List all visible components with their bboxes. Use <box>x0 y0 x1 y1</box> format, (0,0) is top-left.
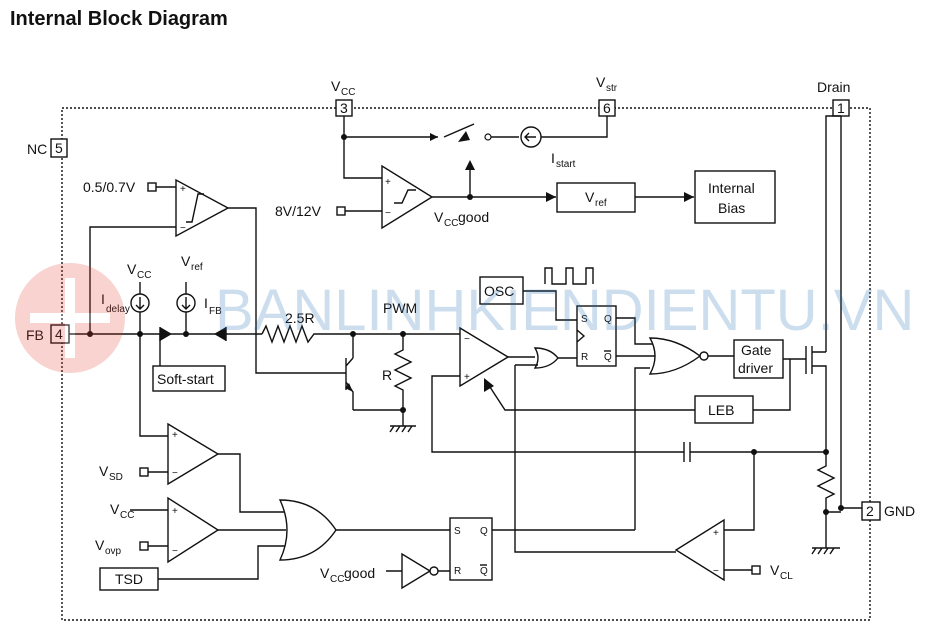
svg-text:+: + <box>713 528 719 539</box>
svg-text:NC: NC <box>27 141 47 157</box>
svg-text:CC: CC <box>330 574 344 585</box>
svg-text:LEB: LEB <box>708 402 734 418</box>
svg-text:S: S <box>454 526 461 537</box>
svg-text:GND: GND <box>884 503 915 519</box>
svg-text:4: 4 <box>55 326 63 342</box>
svg-text:I: I <box>101 291 105 307</box>
svg-text:I: I <box>204 295 208 311</box>
svg-text:−: − <box>172 468 178 479</box>
svg-text:ovp: ovp <box>105 546 122 557</box>
svg-text:−: − <box>713 566 719 577</box>
svg-text:V: V <box>320 565 330 581</box>
svg-text:str: str <box>606 83 618 94</box>
svg-text:Q: Q <box>604 314 612 325</box>
svg-text:2.5R: 2.5R <box>285 310 315 326</box>
fb-comparator: + − <box>175 178 230 238</box>
svg-text:V: V <box>95 537 105 553</box>
chip-boundary <box>61 107 871 621</box>
svg-text:−: − <box>180 223 186 234</box>
svg-text:TSD: TSD <box>115 571 143 587</box>
svg-text:V: V <box>596 74 606 90</box>
svg-text:Bias: Bias <box>718 200 745 216</box>
svg-text:6: 6 <box>603 100 611 116</box>
svg-text:Q: Q <box>604 352 612 363</box>
svg-text:CC: CC <box>120 510 134 521</box>
pwm-comparator: − + <box>459 326 510 388</box>
svg-text:5: 5 <box>55 140 63 156</box>
pin-fb: FB 4 <box>26 324 70 344</box>
svg-text:+: + <box>385 177 391 188</box>
svg-text:0.5/0.7V: 0.5/0.7V <box>83 179 136 195</box>
svg-text:+: + <box>180 184 186 195</box>
svg-text:8V/12V: 8V/12V <box>275 203 322 219</box>
svg-text:V: V <box>434 209 444 225</box>
ovp-comparator: + − <box>167 496 220 564</box>
svg-text:R: R <box>382 367 392 383</box>
svg-text:ref: ref <box>595 198 607 209</box>
svg-text:R: R <box>581 352 588 363</box>
svg-text:S: S <box>581 314 588 325</box>
svg-text:V: V <box>585 189 595 205</box>
pin-drain: Drain 1 <box>817 79 850 117</box>
svg-text:ref: ref <box>191 262 203 273</box>
svg-text:CC: CC <box>341 87 355 98</box>
svg-text:−: − <box>172 546 178 557</box>
svg-text:V: V <box>110 501 120 517</box>
vcc-uvlo-comparator: + − <box>381 164 434 230</box>
soft-start-block: Soft-start <box>152 365 226 392</box>
svg-text:3: 3 <box>340 100 348 116</box>
pin-gnd: 2 GND <box>861 501 915 521</box>
svg-text:Drain: Drain <box>817 79 850 95</box>
svg-text:good: good <box>344 565 375 581</box>
pin-nc: NC 5 <box>27 138 68 158</box>
svg-text:SD: SD <box>109 472 123 483</box>
svg-text:−: − <box>464 334 470 345</box>
svg-text:1: 1 <box>837 100 845 116</box>
svg-text:CC: CC <box>444 218 458 229</box>
svg-text:Soft-start: Soft-start <box>157 371 214 387</box>
svg-text:Q: Q <box>480 566 488 577</box>
svg-text:+: + <box>172 506 178 517</box>
svg-text:delay: delay <box>106 304 130 315</box>
svg-text:−: − <box>385 208 391 219</box>
svg-text:I: I <box>551 150 555 166</box>
svg-text:+: + <box>172 430 178 441</box>
svg-text:Internal: Internal <box>708 180 755 196</box>
svg-text:V: V <box>99 463 109 479</box>
internal-bias-block: Internal Bias <box>694 170 776 224</box>
svg-text:V: V <box>181 253 191 269</box>
svg-text:CC: CC <box>137 270 151 281</box>
gate-driver-block: Gate driver <box>733 339 784 379</box>
vsd-comparator: + − <box>167 422 220 486</box>
leb-block: LEB <box>694 395 754 424</box>
page-title: Internal Block Diagram <box>10 8 228 30</box>
svg-text:+: + <box>464 372 470 383</box>
svg-text:R: R <box>454 566 461 577</box>
svg-text:V: V <box>770 562 780 578</box>
svg-text:Q: Q <box>480 526 488 537</box>
svg-text:2: 2 <box>866 503 874 519</box>
sr-latch-pwm: S R Q Q <box>576 305 617 367</box>
svg-text:driver: driver <box>738 360 773 376</box>
svg-text:Gate: Gate <box>741 342 772 358</box>
svg-text:CL: CL <box>780 571 793 582</box>
osc-block: OSC <box>479 276 524 305</box>
vcl-comparator: + − <box>674 518 725 582</box>
svg-text:OSC: OSC <box>484 283 514 299</box>
tsd-block: TSD <box>99 567 159 591</box>
svg-text:PWM: PWM <box>383 300 417 316</box>
sr-latch-protect: S R Q Q <box>449 517 493 581</box>
svg-text:good: good <box>458 209 489 225</box>
svg-text:V: V <box>331 78 341 94</box>
svg-text:FB: FB <box>209 306 222 317</box>
svg-text:FB: FB <box>26 327 44 343</box>
svg-text:start: start <box>556 159 576 170</box>
svg-text:V: V <box>127 261 137 277</box>
